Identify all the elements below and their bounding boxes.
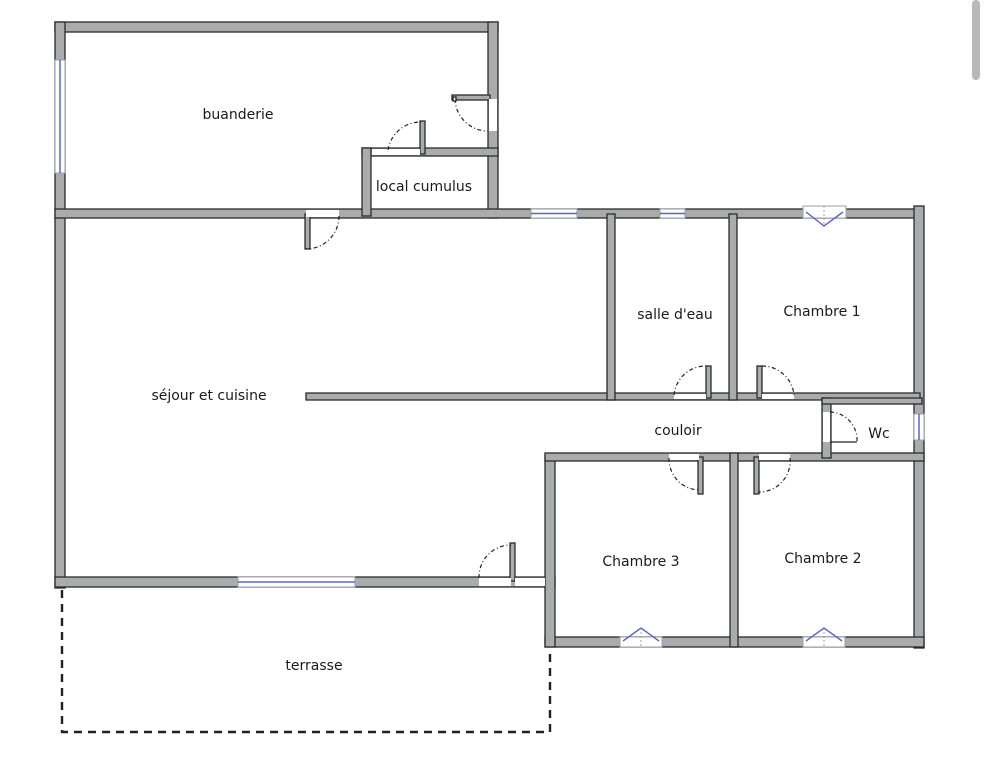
- door-leaf: [452, 96, 457, 102]
- opening: [674, 394, 706, 399]
- wall: [54, 21, 499, 33]
- wall: [728, 213, 738, 401]
- door-swing: [829, 411, 858, 443]
- room-label-wc: Wc: [868, 426, 890, 442]
- opening: [669, 454, 699, 460]
- window-sash: [805, 211, 844, 227]
- door-swing: [668, 457, 701, 491]
- room-label-local-cumulus: local cumulus: [376, 179, 472, 195]
- wall: [544, 454, 556, 648]
- wall: [304, 213, 311, 250]
- door-swings: [305, 96, 858, 579]
- opening: [762, 394, 794, 399]
- wall: [729, 452, 739, 648]
- opening: [372, 149, 420, 155]
- wall: [697, 456, 704, 495]
- door-swing: [305, 215, 340, 250]
- door-openings: [306, 99, 830, 586]
- wall: [509, 542, 516, 582]
- room-label-salle-eau: salle d'eau: [637, 307, 713, 323]
- room-label-chambre-1: Chambre 1: [783, 304, 860, 320]
- wall: [361, 147, 372, 217]
- opening: [823, 412, 830, 442]
- door-swing: [761, 365, 795, 396]
- wall: [756, 365, 763, 399]
- wall: [54, 208, 924, 219]
- opening: [489, 99, 497, 131]
- room-label-couloir: couloir: [654, 423, 701, 439]
- room-label-chambre-3: Chambre 3: [602, 554, 679, 570]
- wall: [821, 397, 923, 405]
- room-label-chambre-2: Chambre 2: [784, 551, 861, 567]
- opening: [759, 454, 790, 460]
- wall: [606, 213, 616, 401]
- opening: [515, 578, 545, 586]
- opening: [306, 210, 339, 217]
- wall: [451, 94, 491, 101]
- door-swing: [454, 98, 489, 132]
- door-swing: [673, 365, 707, 396]
- room-labels: buanderie local cumulus séjour et cuisin…: [151, 107, 889, 674]
- door-swing: [478, 544, 512, 579]
- room-label-sejour: séjour et cuisine: [151, 388, 266, 404]
- door-swing: [387, 121, 422, 151]
- wall: [753, 456, 760, 495]
- room-label-buanderie: buanderie: [203, 107, 274, 123]
- opening: [479, 578, 511, 586]
- room-label-terrasse: terrasse: [285, 658, 342, 674]
- wall: [54, 21, 66, 589]
- windows: [54, 59, 925, 648]
- scrollbar-thumb[interactable]: [972, 0, 980, 80]
- wall: [705, 365, 712, 399]
- door-swing: [757, 457, 791, 493]
- terrasse-outline: [60, 590, 552, 734]
- wall: [419, 120, 426, 155]
